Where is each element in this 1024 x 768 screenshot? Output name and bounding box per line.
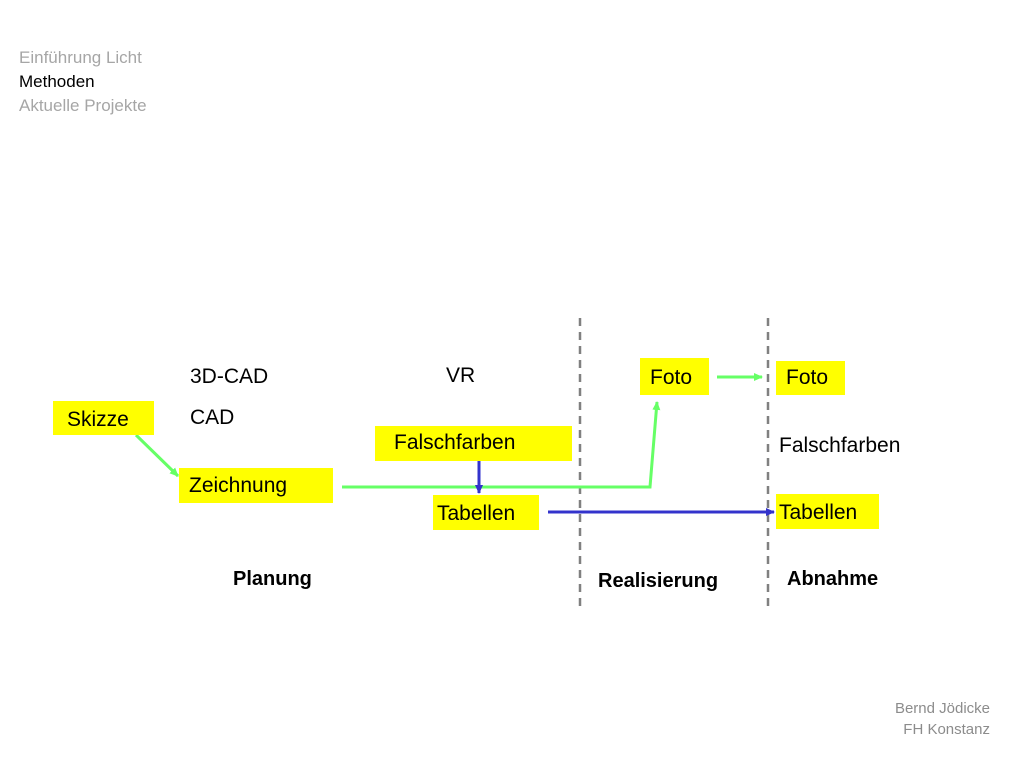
node-tabellen-planung: Tabellen	[433, 495, 539, 530]
arrow-skizze-zeichnung	[134, 433, 180, 478]
section-nav: Einführung Licht Methoden Aktuelle Proje…	[19, 46, 147, 118]
nav-item-aktuelle-projekte[interactable]: Aktuelle Projekte	[19, 96, 147, 115]
node-3d-cad: 3D-CAD	[190, 365, 269, 388]
footer-credits: Bernd Jödicke FH Konstanz	[895, 698, 990, 740]
node-vr: VR	[446, 364, 476, 387]
node-zeichnung: Zeichnung	[179, 468, 333, 503]
node-tabellen-planung-label: Tabellen	[437, 502, 516, 525]
node-skizze-label: Skizze	[67, 408, 129, 431]
nav-item-einfuehrung-licht[interactable]: Einführung Licht	[19, 48, 142, 67]
phase-label-abnahme: Abnahme	[787, 568, 879, 590]
node-cad: CAD	[190, 406, 235, 429]
node-foto-realisierung-label: Foto	[650, 366, 693, 389]
footer-author: Bernd Jödicke	[894, 700, 990, 717]
phase-label-planung: Planung	[233, 568, 312, 590]
nav-item-methoden[interactable]: Methoden	[19, 72, 95, 91]
footer-institution: FH Konstanz	[903, 721, 990, 738]
node-skizze: Skizze	[53, 401, 154, 435]
node-zeichnung-label: Zeichnung	[189, 474, 288, 497]
node-foto-abnahme: Foto	[776, 361, 845, 395]
node-falschfarben-planung-label: Falschfarben	[394, 431, 516, 454]
node-tabellen-abnahme-label: Tabellen	[779, 501, 858, 524]
node-falschfarben-planung: Falschfarben	[375, 426, 572, 461]
node-foto-realisierung: Foto	[640, 358, 709, 395]
node-foto-abnahme-label: Foto	[786, 366, 829, 389]
arrow-zeichnung-foto	[342, 401, 661, 489]
node-falschfarben-abnahme: Falschfarben	[779, 434, 901, 457]
node-tabellen-abnahme: Tabellen	[776, 494, 879, 529]
phase-label-realisierung: Realisierung	[598, 570, 719, 592]
